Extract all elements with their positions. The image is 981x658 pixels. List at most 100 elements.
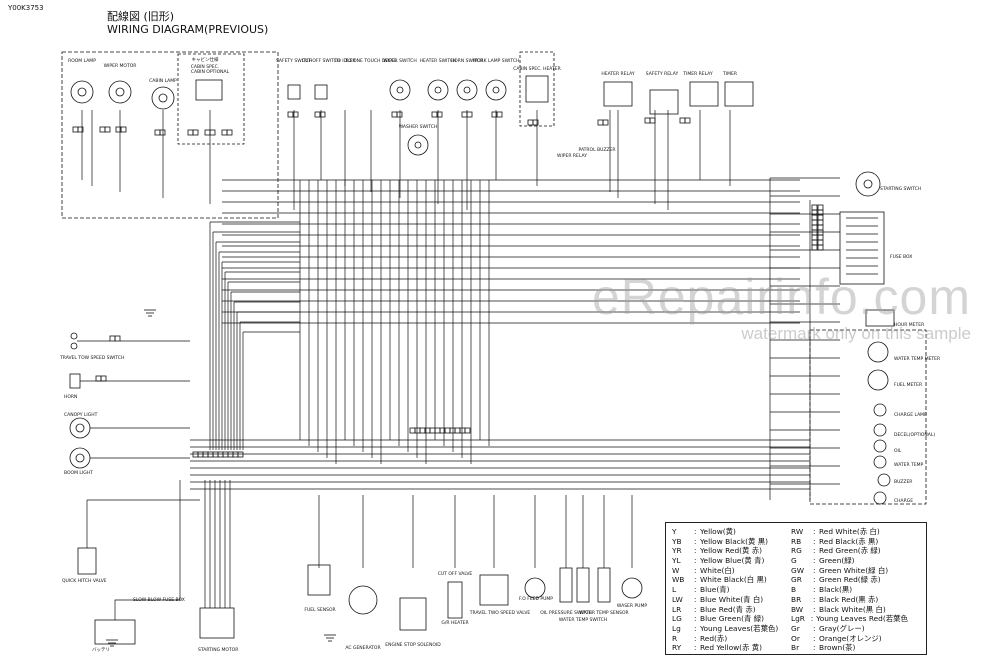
legend-row: RY:Red Yellow(赤 黄)Br:Brown(茶) xyxy=(672,643,922,653)
fuse-connector xyxy=(811,204,818,211)
legend-color-name: Young Leaves Red(若葉色 赤) xyxy=(816,614,910,624)
legend-code: B xyxy=(791,585,797,595)
legend-entry: RG:Red Green(赤 緑) xyxy=(791,546,910,556)
legend-code: RG xyxy=(791,546,802,556)
label-battery: バッテリ xyxy=(92,647,110,653)
legend-entry: RB:Red Black(赤 黒) xyxy=(791,537,910,547)
legend-row: Y:Yellow(黄)RW:Red White(赤 白) xyxy=(672,527,922,537)
label-safety-switch: SAFETY SWITCH xyxy=(276,58,312,64)
legend-row: WB:White Black(白 黒)GR:Green Red(緑 赤) xyxy=(672,575,922,585)
travel-switch-contact xyxy=(70,332,78,340)
gauge-symbol-2 xyxy=(873,403,887,417)
legend-color-name: Red Green(赤 緑) xyxy=(819,546,881,556)
legend-code: G xyxy=(791,556,797,566)
label-one-touch: TO ONE TOUCH DECEL xyxy=(344,58,397,64)
legend-code: GR xyxy=(791,575,802,585)
connector xyxy=(187,129,194,136)
legend-sep: : xyxy=(813,623,816,633)
legend-color-name: Green White(緑 白) xyxy=(819,565,889,575)
connector xyxy=(391,111,398,118)
switch-dial-core-4 xyxy=(414,141,422,149)
connector xyxy=(461,111,468,118)
legend-color-name: Blue Green(青 緑) xyxy=(700,614,764,624)
label-patrol-buzzer: PATROL BUZZER xyxy=(579,147,616,153)
connector xyxy=(109,335,116,342)
label-water-temp-meter: WATER TEMP METER xyxy=(894,356,940,362)
water-pump-symbol xyxy=(621,577,643,599)
legend-sep: : xyxy=(813,575,816,585)
bus-connector xyxy=(232,451,239,458)
title-jp: 配線図 (旧形) xyxy=(107,10,175,23)
label-fuel-sensor: FUEL SENSOR xyxy=(304,607,335,613)
bus-connector xyxy=(454,427,461,434)
connector xyxy=(159,129,166,136)
legend-entry: LW:Blue White(青 白) xyxy=(672,595,791,605)
legend-sep: : xyxy=(694,614,697,624)
cabin-spec-jp: キャビン仕様 xyxy=(192,56,219,63)
label-fuel-meter: FUEL METER xyxy=(894,382,922,388)
connector xyxy=(431,111,438,118)
label-oil-pressure: OIL PRESSURE SWITCH xyxy=(540,610,592,616)
legend-entry: BR:Black Red(黒 赤) xyxy=(791,595,910,605)
legend-code: W xyxy=(672,565,680,575)
connector xyxy=(679,117,686,124)
fuse-connector xyxy=(811,234,818,241)
legend-color-name: Blue(青) xyxy=(700,585,730,595)
legend-entry: YR:Yellow Red(黄 赤) xyxy=(672,546,791,556)
legend-sep: : xyxy=(813,633,816,643)
switch-dial-2 xyxy=(456,79,478,101)
label-oil: OIL xyxy=(894,448,902,454)
fuse-connector xyxy=(811,229,818,236)
legend-code: RY xyxy=(672,643,682,653)
legend-sep: : xyxy=(694,536,697,546)
bus-connector xyxy=(237,451,244,458)
connector xyxy=(684,117,691,124)
connector xyxy=(100,375,107,382)
legend-code: YB xyxy=(672,536,682,546)
switch-dial-core-1 xyxy=(434,86,442,94)
connector xyxy=(114,335,121,342)
legend-row: L:Blue(青)B:Black(黒) xyxy=(672,585,922,595)
legend-code: LW xyxy=(672,594,683,604)
fuse-connector xyxy=(817,229,824,236)
horn-symbol xyxy=(69,373,81,389)
label-hour-meter: HOUR METER xyxy=(894,322,924,328)
bus-connector xyxy=(459,427,466,434)
label-feed-pump: F.O FEED PUMP xyxy=(519,596,553,602)
label-wiper-motor: WIPER MOTOR xyxy=(104,63,137,69)
legend-code: YR xyxy=(672,546,682,556)
fuse-connector xyxy=(811,239,818,246)
legend-sep: : xyxy=(694,575,697,585)
legend-row: YR:Yellow Red(黄 赤)RG:Red Green(赤 緑) xyxy=(672,546,922,556)
gauge-symbol-0 xyxy=(867,341,889,363)
legend-sep: : xyxy=(813,594,816,604)
label-starting-switch: STARTING SWITCH xyxy=(880,186,921,192)
fuse-box-symbol xyxy=(839,211,885,285)
label-charge: CHARGE xyxy=(894,498,913,504)
connector xyxy=(436,111,443,118)
connector xyxy=(597,119,604,126)
fuse-connector xyxy=(811,224,818,231)
legend-row: YB:Yellow Black(黄 黒)RB:Red Black(赤 黒) xyxy=(672,537,922,547)
quick-hitch-symbol xyxy=(77,547,97,575)
legend-code: BW xyxy=(791,604,804,614)
legend-color-name: Young Leaves(若葉色) xyxy=(700,623,779,633)
legend-color-name: Green Red(緑 赤) xyxy=(819,575,881,585)
legend-color-name: Red(赤) xyxy=(700,633,728,643)
legend-sep: : xyxy=(813,546,816,556)
switch-symbol-1 xyxy=(314,84,328,100)
heater-symbol xyxy=(525,75,549,103)
gauge-symbol-7 xyxy=(873,491,887,505)
gr-heater-symbol xyxy=(447,581,463,619)
legend-sep: : xyxy=(813,604,816,614)
legend-entry: RY:Red Yellow(赤 黄) xyxy=(672,643,791,653)
connector xyxy=(527,119,534,126)
legend-color-name: Green(緑) xyxy=(819,556,855,566)
connector xyxy=(120,126,127,133)
legend-entry: Lg:Young Leaves(若葉色) xyxy=(672,624,791,634)
legend-sep: : xyxy=(694,604,697,614)
label-boom-light: BOOM LIGHT xyxy=(64,470,93,476)
bus-connector xyxy=(197,451,204,458)
canopy-light-symbol xyxy=(69,417,91,439)
label-wiper-switch: WIPER SWITCH xyxy=(383,58,417,64)
